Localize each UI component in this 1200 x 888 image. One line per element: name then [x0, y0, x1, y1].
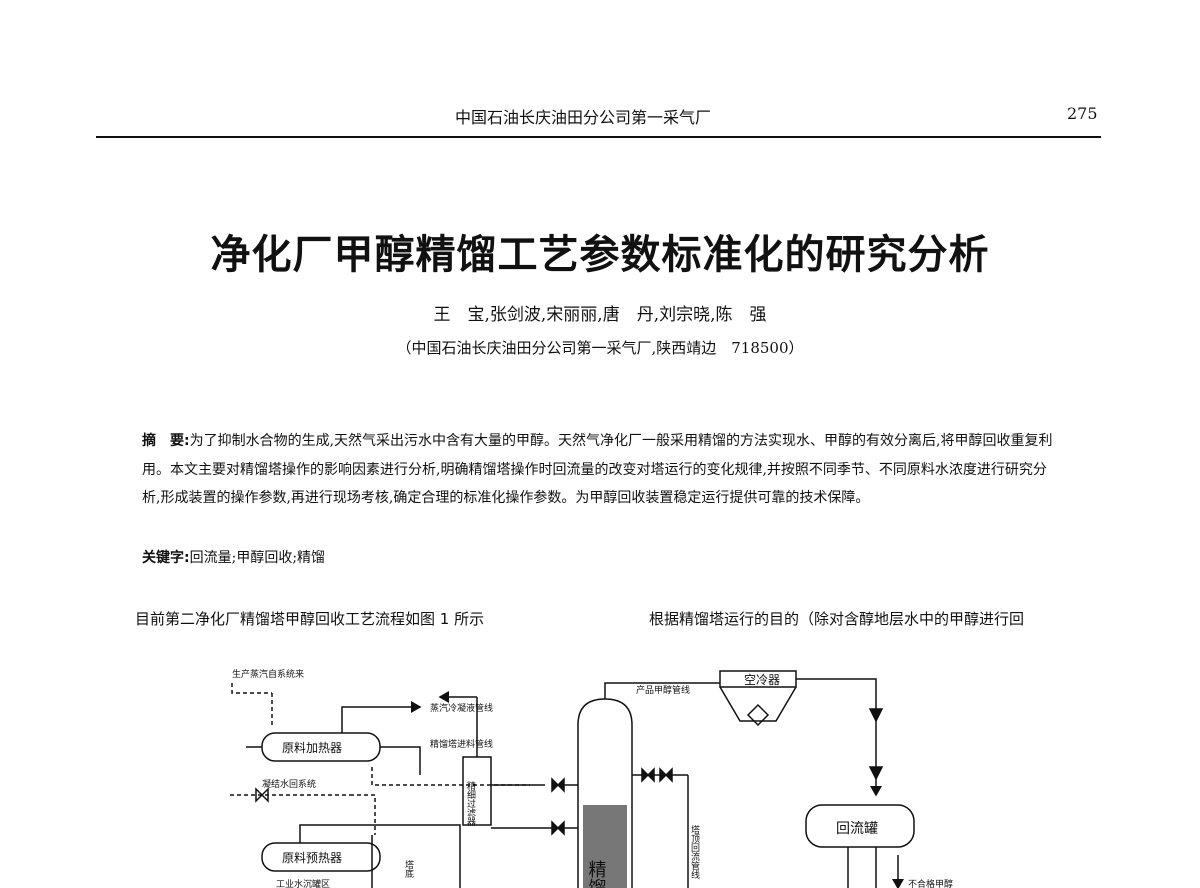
steam-source-label: 生产蒸汽自系统来	[232, 668, 304, 680]
keywords-text: 回流量;甲醇回收;精馏	[189, 550, 326, 566]
article-title: 净化厂甲醇精馏工艺参数标准化的研究分析	[210, 232, 990, 278]
feed-line-label: 精馏塔进料管线	[430, 738, 493, 750]
header-rule	[96, 136, 1101, 138]
partial-cutoff-label: 工业水沉罐区	[276, 878, 330, 888]
offspec-methanol-label: 不合格甲醇	[908, 878, 953, 888]
keywords-label: 关键字:	[142, 550, 190, 566]
tower-bottom-label: 塔底	[403, 859, 414, 879]
heater-1-label: 原料加热器	[282, 741, 342, 755]
condensate-return-label: 凝结水回系统	[262, 778, 316, 790]
filter-label: 精细过滤器	[465, 780, 476, 826]
author-list: 王 宝,张剑波,宋丽丽,唐 丹,刘宗晓,陈 强	[433, 305, 767, 325]
running-header-organization: 中国石油长庆油田分公司第一采气厂	[455, 108, 712, 127]
tower-label: 精馏	[586, 860, 607, 888]
body-text-right-column: 根据精馏塔运行的目的（除对含醇地层水中的甲醇进行回	[649, 610, 1025, 628]
condensate-line-label: 蒸汽冷凝液管线	[430, 702, 493, 714]
abstract: 摘 要:为了抑制水合物的生成,天然气采出污水中含有大量的甲醇。天然气净化厂一般采…	[142, 427, 1058, 513]
process-flow-figure: 生产蒸汽自系统来 蒸汽冷凝液管线 精馏塔进料管线 凝结水回系统 原料加热器 原料…	[230, 668, 953, 888]
reflux-line-label: 塔顶回流管线	[689, 824, 700, 879]
author-affiliation: （中国石油长庆油田分公司第一采气厂,陕西靖边 718500）	[396, 339, 804, 357]
page-number: 275	[1067, 104, 1098, 123]
abstract-label: 摘 要:	[142, 433, 190, 449]
heater-2-label: 原料预热器	[282, 851, 342, 865]
reflux-drum-label: 回流罐	[836, 821, 878, 837]
keywords: 关键字:回流量;甲醇回收;精馏	[142, 547, 325, 567]
body-text-left-column: 目前第二净化厂精馏塔甲醇回收工艺流程如图 1 所示	[135, 610, 485, 628]
product-line-label: 产品甲醇管线	[636, 684, 690, 696]
abstract-text: 为了抑制水合物的生成,天然气采出污水中含有大量的甲醇。天然气净化厂一般采用精馏的…	[142, 433, 1053, 506]
air-cooler-label: 空冷器	[744, 673, 780, 687]
